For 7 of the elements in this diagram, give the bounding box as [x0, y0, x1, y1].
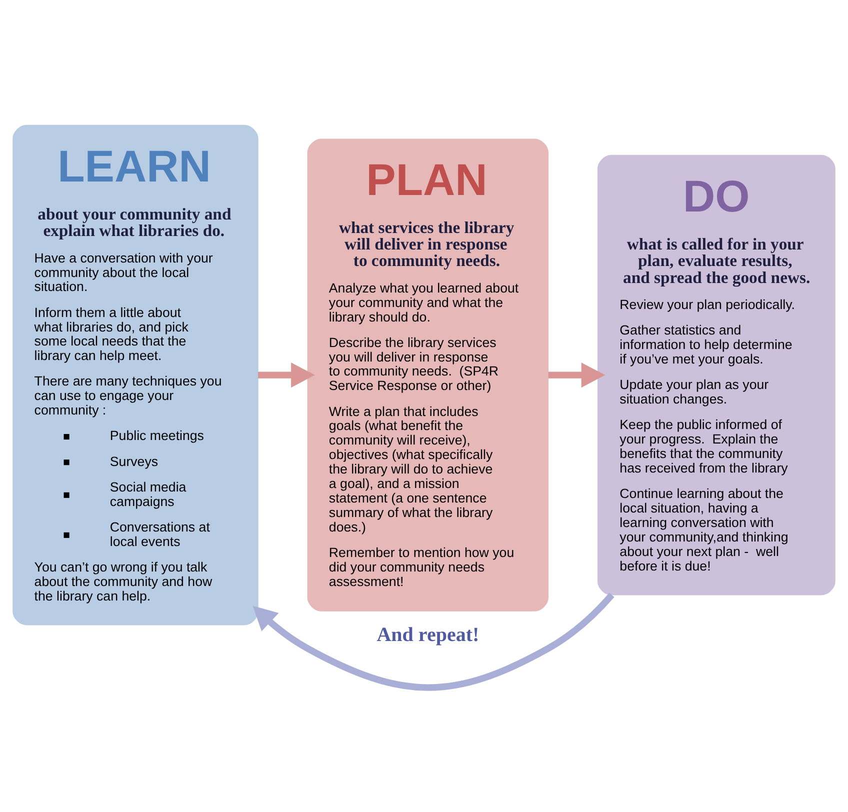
node-box: LEARN about your community and explain what libraries do. Have a conversation with your community about the local situation. Inform them a little about what libraries do, and pick some local needs that the library can help meet. There are many techniques you can use to engage your community : Public meetings Surveys Social media campaigns Conversations at local events You can’t go wrong if you talk about the community and how the library can help. — [12, 124, 258, 625]
arrow — [258, 362, 315, 388]
edge-label: And repeat! — [376, 624, 480, 646]
node-box: PLAN what services the library will deliver in response to community needs. Analyze what you learned about your community and what the library should do. Describe the library services you will deliver in response to community needs. (SP4R Service Response or other) Write a plan that includes goals (what benefit the community will receive), objectives (what specifically the library will do to achieve a goal), and a mission statement (a one sentence summary of what the library does.) Remember to mention how you did your community needs assessment! — [307, 138, 549, 611]
node-box: DO what is called for in your plan, evaluate results, and spread the good news. Review your plan periodically. Gather statistics and information to help determine if you’ve met your goals. Update your plan as your situation changes. Keep the public informed of your progress. Explain the benefits that the community has received from the library Continue learning about the local situation, having a learning conversation with your community,and thinking about your next plan - well before it is due! — [597, 154, 836, 595]
arrow — [548, 362, 606, 388]
arrow — [252, 592, 614, 690]
